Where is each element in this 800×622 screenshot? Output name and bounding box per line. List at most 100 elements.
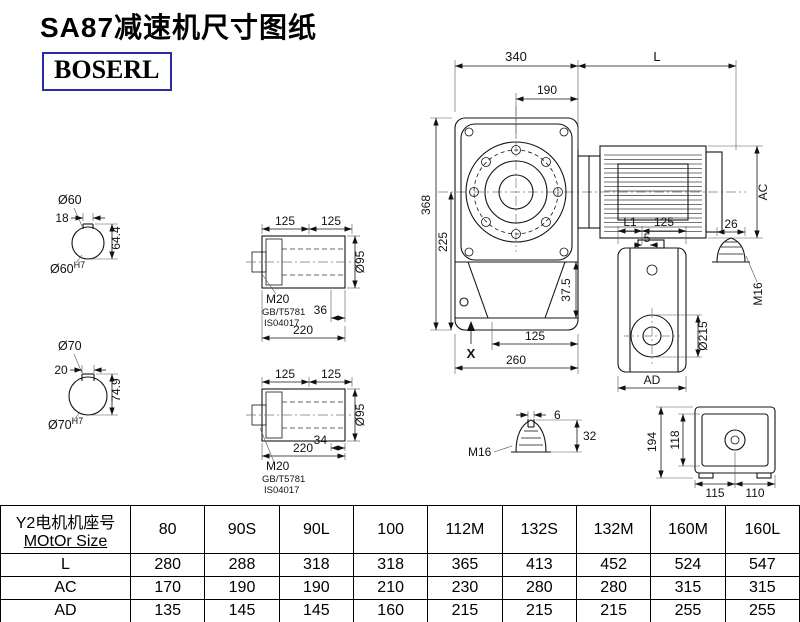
table-col-header: 132M (575, 505, 652, 554)
dim-125a-top: 125 (275, 214, 295, 228)
table-col-header: 112M (427, 505, 503, 554)
table-cell: 160 (352, 599, 429, 622)
table-row-AC: AC 170 190 190 210 230 280 280 315 315 (0, 576, 800, 600)
label-dia70H7: Ø70H7 (48, 416, 83, 432)
dim-6: 6 (554, 408, 561, 422)
dim-194: 194 (645, 432, 659, 452)
table-col-header: 100 (352, 505, 429, 554)
table-cell: 210 (352, 576, 429, 600)
main-view-dimensions: 340 L 190 368 225 AC 37.5 125 (419, 49, 770, 374)
dim-220-top: 220 (293, 323, 313, 337)
dim-20: 20 (54, 363, 68, 377)
table-col-header: 160M (650, 505, 726, 554)
table-col-header: 90S (204, 505, 280, 554)
table-cell: 413 (501, 553, 577, 577)
table-cell: 215 (501, 599, 577, 622)
bore-tol-70: H7 (72, 416, 84, 426)
table-cell: 318 (352, 553, 429, 577)
technical-drawing: 340 L 190 368 225 AC 37.5 125 (48, 49, 776, 500)
table-row-AD: AD 135 145 145 160 215 215 215 255 255 (0, 599, 800, 622)
dim-125b-top: 125 (321, 214, 341, 228)
table-cell: 280 (501, 576, 577, 600)
label-M20-top: M20 (266, 292, 290, 306)
table-cell: 255 (724, 599, 800, 622)
table-col-header: 160L (724, 505, 800, 554)
motor-frame-label-cn: Y2电机机座号 (15, 514, 116, 532)
dim-125b-bottom: 125 (321, 367, 341, 381)
side-view-shaft-stub (637, 239, 665, 249)
bore-dia-70: Ø70 (48, 418, 72, 432)
dim-125a-bottom: 125 (275, 367, 295, 381)
shaft-end-view-70: Ø70 20 74.9 Ø70H7 (48, 339, 123, 432)
row-label: AC (0, 576, 131, 600)
table-cell: 365 (427, 553, 503, 577)
hollow-shaft-view-top: 125 125 36 220 Ø95 M20 GB/T5781 IS04017 (246, 214, 367, 342)
dim-dia215: Ø215 (696, 321, 710, 351)
dim-64-4: 64.4 (109, 226, 123, 250)
bore-dia-60: Ø60 (50, 262, 74, 276)
label-iso-std-bottom: IS04017 (264, 485, 299, 496)
dim-34: 34 (314, 433, 328, 447)
table-cell: 318 (278, 553, 354, 577)
table-cell: 255 (650, 599, 726, 622)
shaft-end-view-60: Ø60 18 64.4 Ø60H7 (50, 193, 123, 276)
dim-26: 26 (724, 217, 738, 231)
dim-dia95-bottom: Ø95 (353, 403, 367, 426)
table-cell: 170 (129, 576, 206, 600)
dim-220-bottom: 220 (293, 441, 313, 455)
brand-logo: BOSERL (42, 52, 172, 91)
shaft-key-detail-bottom: 6 32 M16 (468, 408, 597, 459)
hollow-shaft-view-bottom: 125 125 34 220 Ø95 M20 GB/T5781 IS04017 (246, 367, 367, 496)
dim-AC: AC (756, 183, 770, 200)
table-col-header: 80 (129, 505, 206, 554)
table-corner-header: Y2电机机座号 MOtOr Size (0, 505, 131, 554)
label-M16-bottom: M16 (468, 445, 492, 459)
row-label: AD (0, 599, 131, 622)
rear-foot-left (698, 472, 714, 479)
table-cell: 135 (129, 599, 206, 622)
dim-368: 368 (419, 195, 433, 215)
motor-frame-center (617, 163, 689, 221)
dim-125-bottom: 125 (525, 329, 545, 343)
dim-190: 190 (537, 83, 557, 97)
shaft-end-dome-right (716, 237, 746, 263)
dim-225: 225 (436, 232, 450, 252)
table-cell: 215 (575, 599, 652, 622)
table-col-header: 90L (278, 505, 354, 554)
drain-plug (459, 297, 469, 307)
table-cell: 288 (204, 553, 280, 577)
table-cell: 524 (650, 553, 726, 577)
label-iso-std-top: IS04017 (264, 318, 299, 329)
table-col-header: 132S (501, 505, 577, 554)
dim-125-side: 125 (654, 215, 674, 229)
main-view (438, 106, 746, 331)
table-cell: 145 (278, 599, 354, 622)
dim-340: 340 (505, 49, 527, 64)
bolt-circle (473, 149, 559, 235)
label-dia60: Ø60 (58, 193, 82, 207)
label-X: X (467, 346, 476, 361)
flange-spigot (484, 160, 548, 224)
dim-dia95-top: Ø95 (353, 250, 367, 273)
dim-AD: AD (644, 373, 661, 387)
motor-size-table: Y2电机机座号 MOtOr Size 80 90S 90L 100 112M 1… (0, 505, 800, 622)
dim-115: 115 (705, 486, 724, 500)
table-cell: 190 (204, 576, 280, 600)
label-gb-std-top: GB/T5781 (262, 307, 305, 318)
label-dia70: Ø70 (58, 339, 82, 353)
flange-bolt-holes (469, 145, 563, 239)
rear-foot-right (756, 472, 772, 479)
dim-5: 5 (644, 231, 651, 245)
table-cell: 145 (204, 599, 280, 622)
input-bore (498, 174, 534, 210)
gearbox-flange-plate (460, 123, 573, 261)
label-M16-right: M16 (751, 282, 765, 306)
dim-74-9: 74.9 (109, 378, 123, 402)
table-cell: 315 (650, 576, 726, 600)
table-cell: 190 (278, 576, 354, 600)
shaft-end-dome-bottom (515, 419, 547, 453)
table-row-L: L 280 288 318 318 365 413 452 524 547 (0, 553, 800, 577)
dim-260: 260 (506, 353, 526, 367)
dim-37-5: 37.5 (559, 278, 573, 302)
motor-fan-cover (705, 151, 723, 233)
